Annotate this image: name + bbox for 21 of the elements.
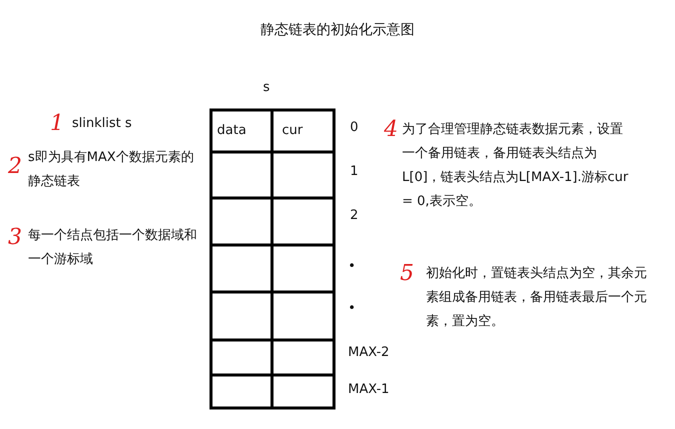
- note-text: s即为具有MAX个数据元素的静态链表: [28, 149, 195, 191]
- title: 静态链表的初始化示意图: [260, 21, 416, 40]
- step-number: 2: [8, 155, 22, 179]
- variable-name: s: [263, 79, 270, 97]
- field-label: data: [217, 122, 246, 140]
- row-index-label: •: [348, 300, 356, 318]
- row-index-label: •: [348, 258, 356, 276]
- row-index-label: 2: [350, 207, 358, 225]
- row-index-label: 1: [350, 163, 358, 181]
- row-index-label: MAX-2: [348, 344, 390, 362]
- note-text: 初始化时，置链表头结点为空，其余元素组成备用链表，备用链表最后一个元素，置为空。: [426, 265, 648, 331]
- field-label: cur: [282, 122, 303, 140]
- step-number: 1: [50, 112, 64, 136]
- row-index-label: MAX-1: [348, 381, 390, 399]
- field-label: slinklist s: [72, 115, 132, 133]
- step-number: 3: [8, 226, 22, 250]
- step-number: 5: [400, 262, 414, 286]
- note-text: 为了合理管理静态链表数据元素，设置一个备用链表，备用链表头结点为L[0]，链表头结点为L[MAX-1].游标cur = 0,表示空。: [402, 121, 630, 211]
- row-index-label: 0: [350, 119, 358, 137]
- note-text: 每一个结点包括一个数据域和一个游标域: [28, 227, 198, 269]
- step-number: 4: [384, 118, 398, 142]
